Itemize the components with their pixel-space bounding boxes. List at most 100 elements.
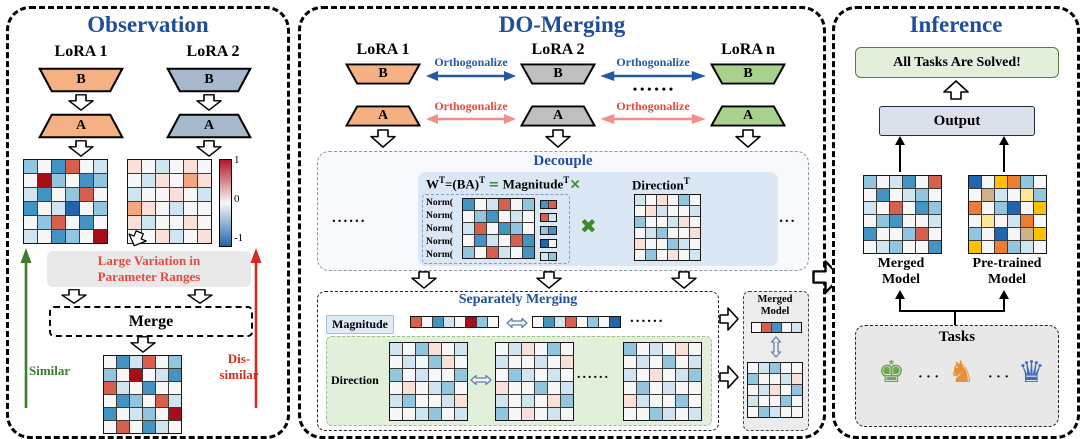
direction-row-label: Direction bbox=[331, 373, 379, 387]
colorbar-max-label: 1 bbox=[234, 154, 240, 166]
colorbar-mid-label: 0 bbox=[234, 193, 240, 205]
observation-title: Observation bbox=[87, 12, 209, 37]
pretrained-model-label: Pre-trained Model bbox=[957, 256, 1057, 288]
direction-word: Direction bbox=[632, 177, 684, 193]
magnitude-group-outline bbox=[422, 194, 570, 264]
task-arrow-left bbox=[895, 290, 905, 299]
a-label: A bbox=[552, 108, 564, 123]
arrow-to-output-left bbox=[895, 136, 905, 145]
a-label: A bbox=[75, 118, 87, 133]
do-merging-title: DO-Merging bbox=[498, 12, 626, 37]
trapezoid-a-shape bbox=[520, 105, 596, 127]
right-arrow-icon bbox=[719, 365, 739, 389]
formula-sup: T bbox=[563, 175, 570, 185]
merged-direction-matrix bbox=[747, 362, 803, 418]
orthogonalize-label-a1: Orthogonalize bbox=[434, 99, 508, 113]
decouple-formula-card: WT=(BA)T = MagnitudeT× Norm( Norm( Norm(… bbox=[418, 172, 778, 266]
task-arrow-stem bbox=[954, 310, 956, 325]
a-label: A bbox=[377, 108, 389, 123]
merged-model-box: Merged Model bbox=[743, 291, 809, 431]
down-arrow-icon bbox=[187, 289, 213, 304]
variation-note: Large Variation in Parameter Ranges bbox=[47, 251, 251, 287]
down-arrow-icon bbox=[68, 140, 94, 157]
formula-sup: T bbox=[439, 175, 446, 185]
magnitude-value-strip bbox=[540, 252, 557, 261]
direction-ellipsis: ...... bbox=[577, 367, 610, 382]
norm-label: Norm( bbox=[426, 224, 453, 234]
obs-lora1-a-block: A bbox=[38, 113, 124, 139]
dm-lora1-b-block: B bbox=[345, 63, 421, 85]
all-tasks-solved-box: All Tasks Are Solved! bbox=[855, 47, 1059, 78]
tasks-ellipsis: · · · bbox=[988, 370, 1010, 385]
task-arrow-crossbar bbox=[899, 310, 1005, 312]
magnitude-strip-1 bbox=[410, 316, 499, 328]
trapezoid-a-shape bbox=[38, 113, 124, 139]
direction-row-box: Direction ...... bbox=[326, 336, 712, 426]
down-arrow-icon bbox=[735, 129, 761, 148]
direction-matrix-2 bbox=[495, 342, 574, 421]
decouple-title: Decouple bbox=[533, 153, 593, 169]
orthogonalize-arrow-red bbox=[426, 114, 516, 124]
trapezoid-a-shape bbox=[710, 105, 786, 127]
merged-model-title: Merged Model bbox=[757, 294, 793, 317]
orthogonalize-label-b1: Orthogonalize bbox=[434, 55, 508, 69]
orthogonalize-label-b2: Orthogonalize bbox=[616, 55, 690, 69]
down-arrow-icon bbox=[196, 140, 222, 157]
magnitude-value-strip bbox=[540, 200, 557, 209]
a-label: A bbox=[203, 118, 215, 133]
magnitude-row-label: Magnitude bbox=[326, 315, 395, 334]
similar-label: Similar bbox=[29, 363, 71, 378]
merged-model-label-1: Merged bbox=[877, 256, 925, 271]
dissimilar-arrow bbox=[250, 248, 262, 408]
b-label: B bbox=[204, 72, 214, 87]
norm-label: Norm( bbox=[426, 237, 453, 247]
norm-label: Norm( bbox=[426, 250, 453, 260]
dm-loran-b-block: B bbox=[710, 63, 786, 85]
obs-lora1-weight-matrix bbox=[23, 159, 108, 244]
task-king-icon: ♚ bbox=[878, 355, 905, 390]
decouple-w-matrix bbox=[462, 198, 535, 259]
obs-lora2-a-block: A bbox=[166, 113, 252, 139]
do-merging-panel: DO-Merging LoRA 1 LoRA 2 LoRA n B B B Or… bbox=[298, 6, 826, 439]
inference-merged-matrix bbox=[863, 175, 942, 254]
direction-matrix-3 bbox=[623, 342, 702, 421]
obs-lora2-label: LoRA 2 bbox=[186, 43, 240, 60]
trapezoid-a-shape bbox=[345, 105, 421, 127]
similar-arrow bbox=[20, 248, 32, 408]
b-label: B bbox=[378, 66, 388, 81]
up-arrow-icon bbox=[943, 80, 969, 100]
magnitude-value-strip bbox=[540, 226, 557, 235]
orthogonalize-arrow-red bbox=[600, 114, 706, 124]
separately-merging-box: Separately Merging Magnitude ...... Dire… bbox=[317, 291, 719, 431]
merge-exchange-icon bbox=[470, 374, 492, 386]
norm-label: Norm( bbox=[426, 211, 453, 221]
orthogonalize-arrow-blue bbox=[600, 71, 706, 81]
dm-loran-label: LoRA n bbox=[721, 41, 775, 58]
down-arrow-icon bbox=[536, 271, 562, 289]
magnitude-value-strip bbox=[540, 213, 557, 222]
dm-lora2-b-block: B bbox=[520, 63, 596, 85]
task-arrow-right bbox=[999, 290, 1009, 299]
pretrained-model-label-1: Pre-trained bbox=[972, 256, 1042, 271]
output-box: Output bbox=[879, 106, 1035, 136]
decouple-left-ellipsis: ...... bbox=[332, 210, 367, 226]
decouple-direction-matrix bbox=[634, 194, 701, 261]
trapezoid-b-shape bbox=[345, 63, 421, 85]
variation-line2: Parameter Ranges bbox=[97, 268, 201, 284]
down-arrow-icon bbox=[671, 271, 697, 289]
b-label: B bbox=[743, 66, 753, 81]
down-arrow-icon bbox=[545, 129, 571, 148]
inference-pretrained-matrix bbox=[968, 175, 1047, 254]
magnitude-value-strip bbox=[540, 239, 557, 248]
task-knight-icon: ♞ bbox=[948, 355, 975, 390]
down-arrow-icon bbox=[128, 230, 147, 247]
dm-lora1-label: LoRA 1 bbox=[356, 41, 410, 58]
direction-sup: T bbox=[683, 176, 690, 186]
pretrained-model-label-2: Model bbox=[987, 272, 1027, 288]
formula-times: × bbox=[569, 176, 581, 193]
obs-lora1-b-block: B bbox=[38, 67, 124, 93]
tasks-ellipsis: · · · bbox=[918, 370, 940, 385]
times-icon: ✖ bbox=[580, 214, 597, 238]
colorbar-min-label: -1 bbox=[234, 232, 244, 244]
